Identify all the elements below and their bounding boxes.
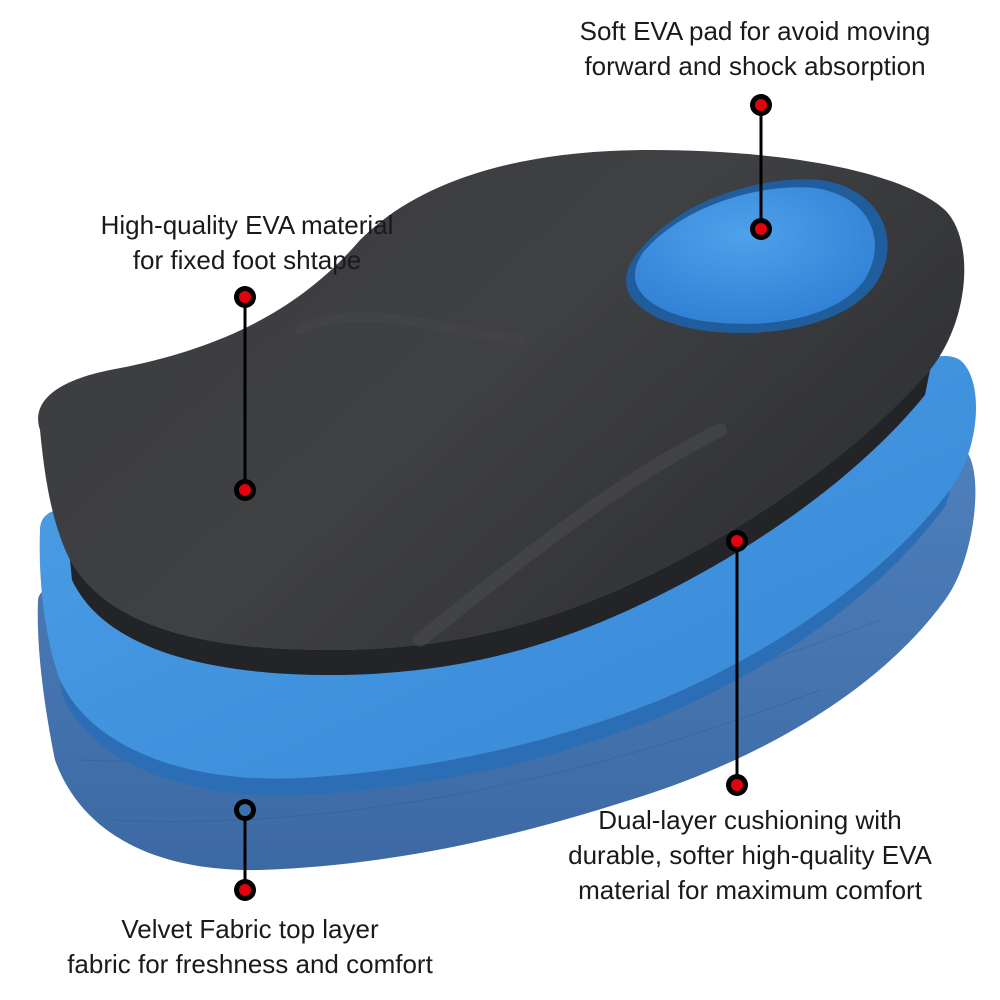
- velvet-marker-bottom: [234, 879, 256, 901]
- heel-pad-surface: [634, 187, 875, 324]
- pad-marker-top: [750, 94, 772, 116]
- callout-line: High-quality EVA material: [100, 210, 394, 240]
- callout-line: durable, softer high-quality EVA: [568, 840, 932, 870]
- eva-material-callout: High-quality EVA material for fixed foot…: [62, 208, 432, 278]
- velvet-marker-top: [234, 799, 256, 821]
- velvet-fabric-callout: Velvet Fabric top layer fabric for fresh…: [20, 912, 480, 982]
- dual-layer-callout: Dual-layer cushioning with durable, soft…: [520, 803, 980, 908]
- dual-marker-bottom: [726, 774, 748, 796]
- callout-line: Velvet Fabric top layer: [121, 914, 379, 944]
- gray-eva-contour: [413, 423, 727, 647]
- connector-lines: [243, 105, 763, 890]
- material-marker-top: [234, 286, 256, 308]
- markers: [234, 94, 772, 901]
- callout-line: Soft EVA pad for avoid moving: [579, 16, 931, 46]
- pad-marker-bottom: [750, 218, 772, 240]
- material-marker-bottom: [234, 479, 256, 501]
- callout-line: material for maximum comfort: [578, 875, 922, 905]
- gray-eva-ridge: [295, 312, 525, 345]
- gray-eva-edge: [70, 370, 930, 675]
- dual-marker-top: [726, 530, 748, 552]
- blue-foam-edge: [60, 490, 950, 796]
- callout-line: Dual-layer cushioning with: [598, 805, 902, 835]
- callout-line: forward and shock absorption: [584, 51, 926, 81]
- callout-line: fabric for freshness and comfort: [67, 949, 433, 979]
- callout-line: for fixed foot shtape: [132, 245, 362, 275]
- soft-eva-pad-callout: Soft EVA pad for avoid moving forward an…: [545, 14, 965, 84]
